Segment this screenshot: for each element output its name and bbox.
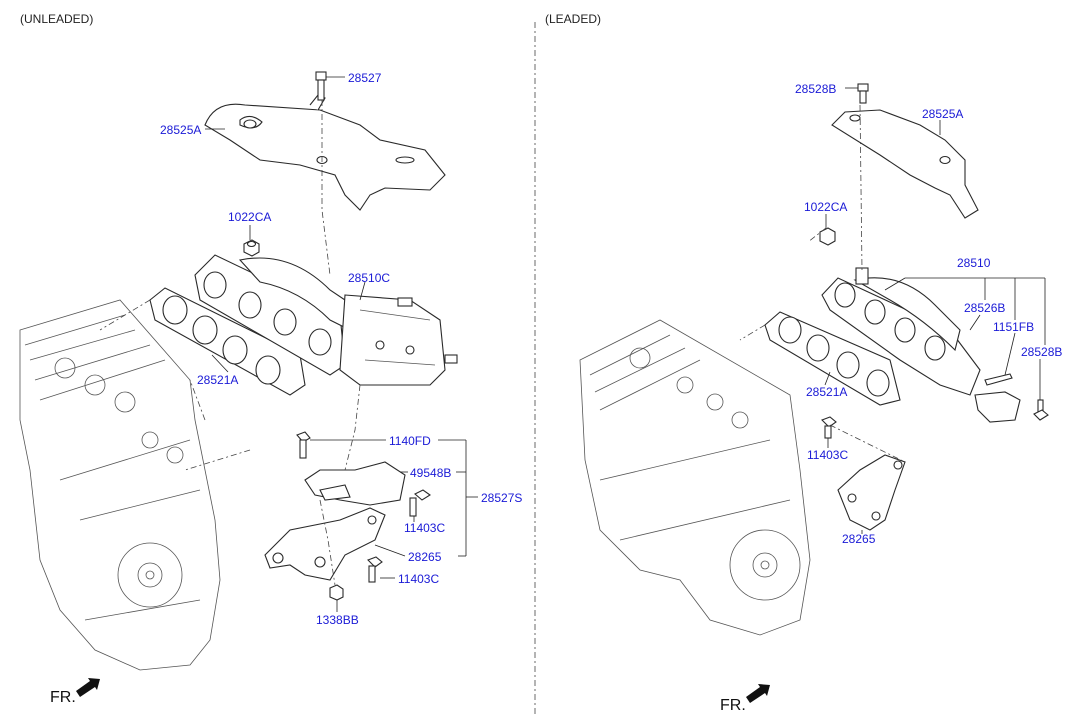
part-label-11403c-a[interactable]: 11403C <box>404 521 446 535</box>
part-label-1140fd[interactable]: 1140FD <box>389 434 431 448</box>
bracket-49548b <box>304 461 406 506</box>
stud-1151fb <box>984 373 1013 386</box>
bolt-11403c-a <box>409 489 431 517</box>
stay-28265-right <box>837 454 906 531</box>
manifold-28510c-left <box>194 254 458 386</box>
part-label-1022ca-left[interactable]: 1022CA <box>228 210 272 224</box>
part-label-28525a-right[interactable]: 28525A <box>922 107 964 121</box>
fr-arrow-left <box>76 678 100 697</box>
leader-lines-left <box>99 76 478 612</box>
front-marker-right: FR. <box>720 697 746 714</box>
part-label-1338bb[interactable]: 1338BB <box>316 613 359 627</box>
gasket-28521a-left <box>149 287 306 396</box>
part-label-28526b[interactable]: 28526B <box>964 301 1006 315</box>
part-label-28510[interactable]: 28510 <box>957 256 991 270</box>
part-label-11403c-right[interactable]: 11403C <box>807 448 849 462</box>
section-title-leaded: (LEADED) <box>545 12 602 26</box>
part-label-28527s[interactable]: 28527S <box>481 491 523 505</box>
front-marker-left: FR. <box>50 689 76 706</box>
part-label-28527[interactable]: 28527 <box>348 71 382 85</box>
bolt-1140fd <box>296 431 311 459</box>
manifold-28510-right <box>821 267 1021 423</box>
part-label-28528b-top[interactable]: 28528B <box>795 82 837 96</box>
bolt-28528b-right <box>1033 399 1049 421</box>
bolt-28528b-top <box>857 83 869 104</box>
part-label-28521a-left[interactable]: 28521A <box>197 373 239 387</box>
bolt-11403c-b <box>367 556 383 583</box>
heat-protector-28525a-right <box>831 109 979 219</box>
bolt-28527 <box>315 71 327 101</box>
part-label-28521a-right[interactable]: 28521A <box>806 385 848 399</box>
part-label-49548b[interactable]: 49548B <box>410 466 452 480</box>
fr-arrow-right <box>746 684 770 703</box>
part-label-28265-right[interactable]: 28265 <box>842 532 876 546</box>
engine-block-left <box>19 299 221 671</box>
section-title-unleaded: (UNLEADED) <box>20 12 94 26</box>
leader-lines-right <box>739 87 1046 534</box>
part-label-11403c-b[interactable]: 11403C <box>398 572 440 586</box>
part-label-28525a-left[interactable]: 28525A <box>160 123 202 137</box>
engine-block-right <box>579 319 811 636</box>
stay-28265-left <box>264 507 386 581</box>
bolt-11403c-right <box>821 416 837 439</box>
nut-1022ca-left <box>243 239 260 257</box>
part-label-1151fb[interactable]: 1151FB <box>993 320 1035 334</box>
heat-protector-28525a-left <box>204 94 446 211</box>
part-label-1022ca-right[interactable]: 1022CA <box>804 200 848 214</box>
part-label-28265-left[interactable]: 28265 <box>408 550 442 564</box>
nut-1338bb <box>329 584 344 601</box>
part-label-28528b[interactable]: 28528B <box>1021 345 1063 359</box>
gasket-28521a-right <box>764 311 901 406</box>
nut-1022ca-right <box>819 227 836 246</box>
part-label-28510c[interactable]: 28510C <box>348 271 391 285</box>
